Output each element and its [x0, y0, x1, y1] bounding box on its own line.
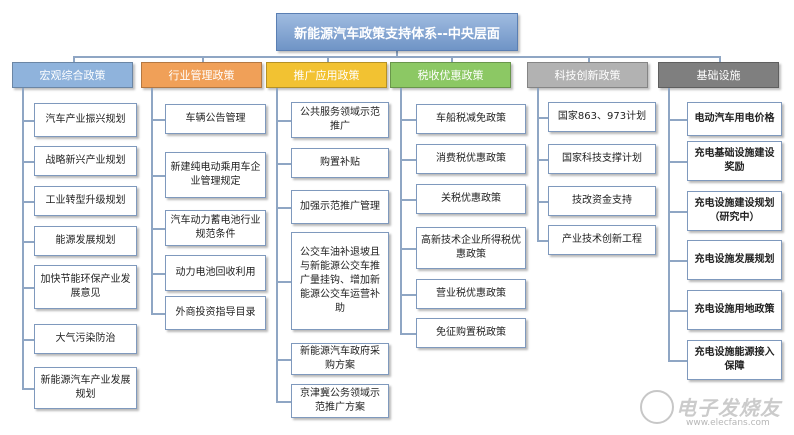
connector [151, 273, 165, 275]
policy-item: 京津冀公务领域示范推广方案 [291, 384, 389, 418]
policy-item: 营业税优惠政策 [416, 279, 526, 309]
policy-item: 新能源汽车产业发展规划 [34, 367, 137, 409]
policy-item: 公交车油补退坡且与新能源公交车推广量挂钩、增加新能源公交车运营补助 [291, 232, 389, 330]
connector [151, 228, 165, 230]
watermark: 电子发烧友 www.elecfans.com [632, 388, 792, 432]
connector [22, 88, 24, 388]
connector [276, 281, 291, 283]
connector [668, 360, 687, 362]
policy-item: 大气污染防治 [34, 324, 137, 354]
connector [326, 56, 329, 62]
watermark-logo-icon [640, 390, 674, 424]
connector [276, 88, 278, 401]
connector [537, 88, 539, 240]
category-header: 基础设施 [658, 62, 779, 88]
policy-item: 产业技术创新工程 [548, 225, 656, 255]
policy-item: 充电设施发展规划 [687, 240, 782, 280]
connector [668, 310, 687, 312]
connector [537, 240, 548, 242]
connector [668, 88, 670, 360]
connector [400, 199, 416, 201]
policy-item: 充电设施能源接入保障 [687, 340, 782, 380]
connector [151, 88, 153, 313]
policy-item: 购置补贴 [291, 148, 389, 178]
connector [450, 56, 453, 62]
connector [22, 120, 34, 122]
category-header: 科技创新政策 [527, 62, 648, 88]
policy-item: 车辆公告管理 [165, 104, 266, 134]
connector [537, 201, 548, 203]
connector [537, 159, 548, 161]
policy-item: 公共服务领域示范推广 [291, 102, 389, 138]
connector [201, 56, 204, 62]
connector [276, 401, 291, 403]
connector [400, 88, 402, 333]
policy-item: 战略新兴产业规划 [34, 146, 137, 176]
diagram-title: 新能源汽车政策支持体系--中央层面 [276, 13, 518, 51]
policy-item: 汽车动力蓄电池行业规范条件 [165, 210, 266, 246]
connector [276, 207, 291, 209]
policy-item: 技改资金支持 [548, 186, 656, 216]
connector [22, 161, 34, 163]
connector [400, 333, 416, 335]
connector [276, 163, 291, 165]
connector [587, 56, 590, 62]
connector [22, 241, 34, 243]
connector [400, 119, 416, 121]
policy-item: 外商投资指导目录 [165, 296, 266, 330]
policy-item: 加强示范推广管理 [291, 190, 389, 224]
watermark-url: www.elecfans.com [686, 418, 770, 428]
connector [22, 201, 34, 203]
policy-item: 高新技术企业所得税优惠政策 [416, 227, 526, 269]
category-header: 行业管理政策 [141, 62, 262, 88]
connector [396, 51, 398, 56]
policy-item: 国家863、973计划 [548, 102, 656, 132]
policy-item: 充电设施用地政策 [687, 290, 782, 330]
connector [22, 287, 34, 289]
connector [151, 119, 165, 121]
policy-item: 能源发展规划 [34, 226, 137, 256]
connector [400, 248, 416, 250]
connector [400, 294, 416, 296]
connector [668, 161, 687, 163]
category-header: 推广应用政策 [266, 62, 387, 88]
connector [668, 211, 687, 213]
connector [718, 56, 721, 62]
policy-item: 关税优惠政策 [416, 184, 526, 214]
category-header: 税收优惠政策 [390, 62, 511, 88]
connector [537, 117, 548, 119]
policy-item: 消费税优惠政策 [416, 144, 526, 174]
watermark-text: 电子发烧友 [676, 396, 781, 420]
policy-item: 加快节能环保产业发展意见 [34, 265, 137, 309]
policy-item: 动力电池回收利用 [165, 255, 266, 291]
connector [72, 56, 719, 58]
connector [276, 120, 291, 122]
connector [668, 119, 687, 121]
policy-item: 新建纯电动乘用车企业管理规定 [165, 152, 266, 198]
connector [400, 159, 416, 161]
policy-item: 汽车产业振兴规划 [34, 103, 137, 137]
category-header: 宏观综合政策 [12, 62, 133, 88]
policy-item: 电动汽车用电价格 [687, 102, 782, 136]
connector [151, 313, 165, 315]
policy-item: 国家科技支撑计划 [548, 144, 656, 174]
connector [151, 175, 165, 177]
connector [72, 56, 75, 62]
policy-item: 充电设施建设规划（研究中） [687, 191, 782, 231]
policy-item: 工业转型升级规划 [34, 186, 137, 216]
connector [668, 260, 687, 262]
connector [22, 388, 34, 390]
policy-item: 新能源汽车政府采购方案 [291, 343, 389, 375]
connector [22, 339, 34, 341]
policy-item: 车船税减免政策 [416, 104, 526, 134]
policy-item: 免征购置税政策 [416, 318, 526, 348]
policy-item: 充电基础设施建设奖励 [687, 141, 782, 181]
connector [276, 359, 291, 361]
